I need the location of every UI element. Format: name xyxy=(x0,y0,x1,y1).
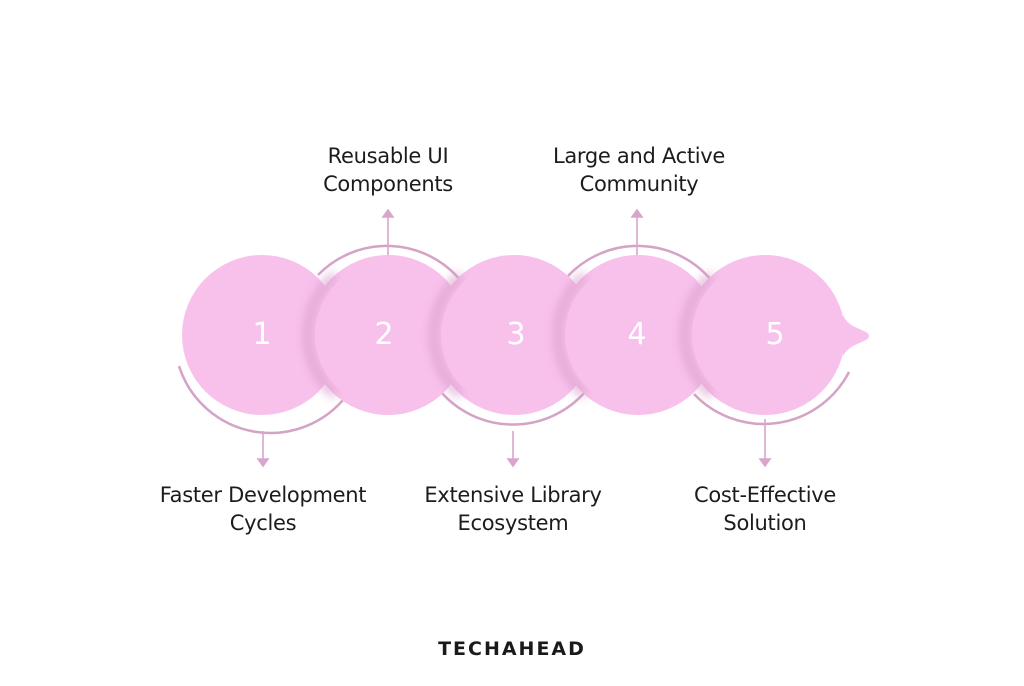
step-label-4-line1: Large and Active xyxy=(552,144,726,168)
arc-step-5 xyxy=(693,371,851,426)
step-label-2: Reusable UI Components xyxy=(238,142,538,198)
pointer-tip xyxy=(843,315,869,356)
arrow-down-icon xyxy=(506,458,520,468)
arc-step-4 xyxy=(567,244,713,282)
step-label-2-line1: Reusable UI xyxy=(327,144,449,168)
step-label-1-line2: Cycles xyxy=(229,511,297,535)
arrow-down-icon xyxy=(256,458,270,468)
brand-logo: TECHAHEAD xyxy=(438,638,586,660)
arrow-down-icon xyxy=(758,458,772,468)
step-label-4: Large and Active Community xyxy=(489,142,789,198)
circle-step-1 xyxy=(182,255,342,415)
outline-arcs xyxy=(177,244,851,435)
step-label-2-line2: Components xyxy=(323,172,453,196)
arrows xyxy=(256,208,772,468)
step-label-4-line2: Community xyxy=(579,172,699,196)
step-label-3-line2: Ecosystem xyxy=(457,511,569,535)
step-label-1: Faster Development Cycles xyxy=(113,481,413,537)
step-label-3-line1: Extensive Library xyxy=(424,483,602,507)
step-number-5: 5 xyxy=(765,317,785,352)
step-number-2: 2 xyxy=(374,317,394,352)
step-label-5-line1: Cost-Effective xyxy=(693,483,836,507)
arc-step-3 xyxy=(440,391,586,426)
step-label-5-line2: Solution xyxy=(723,511,807,535)
step-label-5: Cost-Effective Solution xyxy=(615,481,915,537)
step-number-1: 1 xyxy=(252,317,272,352)
step-number-4: 4 xyxy=(627,317,647,352)
arc-step-1 xyxy=(177,365,348,435)
step-number-3: 3 xyxy=(506,317,526,352)
arrow-up-icon xyxy=(381,208,395,218)
step-circles xyxy=(182,255,869,415)
step-label-3: Extensive Library Ecosystem xyxy=(363,481,663,537)
arrow-up-icon xyxy=(630,208,644,218)
arc-step-2 xyxy=(317,244,462,282)
step-label-1-line1: Faster Development xyxy=(159,483,367,507)
